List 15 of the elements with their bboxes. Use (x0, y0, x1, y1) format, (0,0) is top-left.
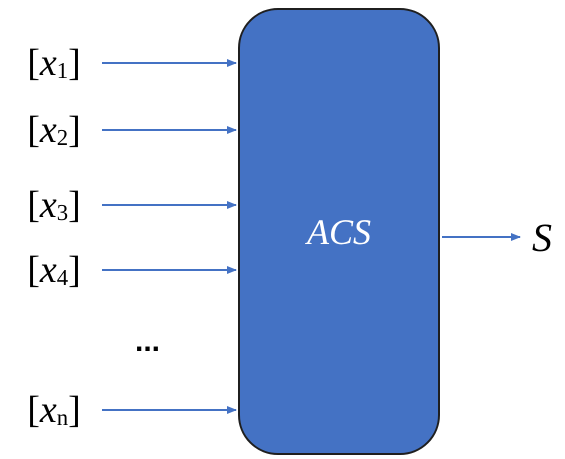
ellipsis: ... (135, 325, 160, 359)
arrow (102, 266, 237, 274)
arrow (102, 126, 237, 134)
arrow (442, 233, 521, 241)
input-variable: [x$_{4}$] (8, 245, 100, 295)
arrow (102, 59, 237, 67)
output-variable: S (522, 212, 562, 262)
input-variable: [x$_{1}$] (8, 38, 100, 88)
arrow (102, 406, 237, 414)
block-label: ACS (306, 210, 371, 252)
process-block (238, 8, 440, 455)
input-variable: [x$_{3}$] (8, 180, 100, 230)
arrow (102, 201, 237, 209)
input-variable: [x$_{2}$] (8, 105, 100, 155)
input-variable: [x$_{n}$] (8, 385, 100, 435)
